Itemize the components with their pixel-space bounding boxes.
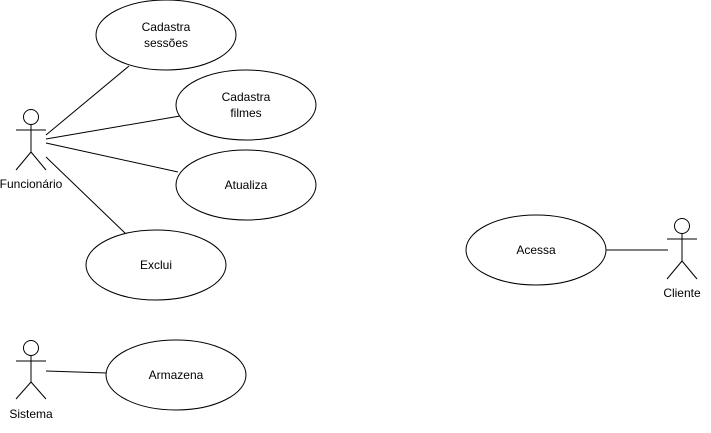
actor-head [23,340,39,356]
actor-left-leg [15,381,32,400]
usecase-label-line: Acessa [516,243,556,257]
association-funcionario-atualiza [45,142,179,173]
association-sistema-armazena [45,370,108,374]
actor-right-leg [30,151,47,171]
usecase-label-line: filmes [230,106,261,120]
usecase-exclui[interactable]: Exclui [85,229,227,301]
usecase-atualiza[interactable]: Atualiza [175,149,317,221]
actor-label: Funcionário [0,177,63,191]
actor-funcionario[interactable]: Funcionário [0,109,63,192]
actor-right-leg [30,381,47,400]
actor-left-leg [15,151,32,171]
association-funcionario-exclui [45,156,127,235]
usecase-label-line: Cadastra [222,90,271,104]
actor-head [23,109,39,125]
association-funcionario-cadastra-sessoes [45,65,130,136]
actor-sistema[interactable]: Sistema [9,340,53,422]
usecase-label-line: Atualiza [225,178,268,192]
usecase-cadastra-filmes[interactable]: Cadastra filmes [175,69,317,141]
usecase-label-line: sessões [144,36,188,50]
actor-label: Cliente [663,286,701,300]
actor-right-leg [681,260,698,280]
association-funcionario-cadastra-filmes [45,115,181,140]
actor-left-leg [666,260,683,280]
actor-head [674,218,690,234]
usecase-label-line: Exclui [140,258,172,272]
usecase-label-line: Cadastra [142,20,191,34]
usecase-armazena[interactable]: Armazena [105,339,247,411]
actor-cliente[interactable]: Cliente [663,218,701,301]
actor-label: Sistema [9,407,53,421]
usecase-label-line: Armazena [149,368,204,382]
usecase-cadastra-sessoes[interactable]: Cadastra sessões [95,0,237,71]
usecase-acessa[interactable]: Acessa [465,214,607,286]
